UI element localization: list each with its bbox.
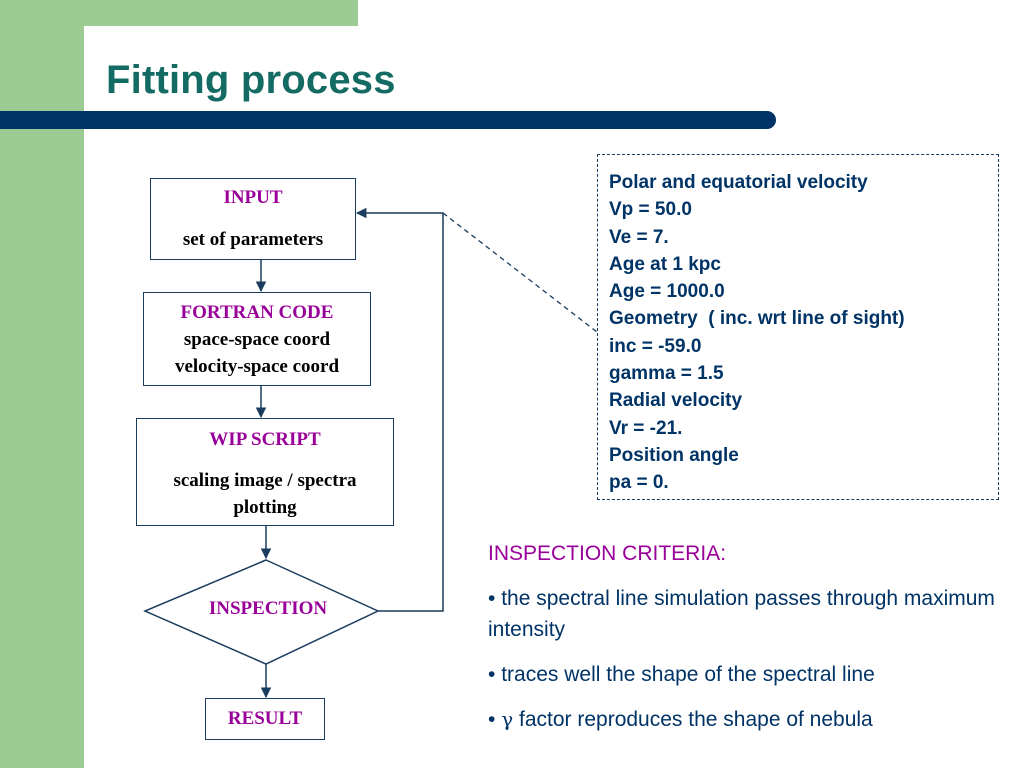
callout-dashed-line	[442, 212, 598, 333]
bullet: •	[488, 663, 496, 686]
fortran-line: space-space coord	[183, 329, 331, 350]
param-line: Age at 1 kpc	[609, 253, 721, 275]
param-line: Polar and equatorial velocity	[609, 172, 868, 193]
parameters-box: Polar and equatorial velocity Vp = 50.0 …	[597, 154, 999, 500]
fortran-heading: FORTRAN CODE	[180, 302, 334, 323]
fortran-line: velocity-space coord	[174, 356, 340, 377]
bullet: •	[488, 708, 496, 731]
wip-line: plotting	[233, 497, 297, 518]
inspection-label: INSPECTION	[208, 598, 328, 619]
input-box: INPUT set of parameters	[150, 178, 356, 260]
result-box: RESULT	[205, 698, 325, 740]
param-line: Radial velocity	[609, 390, 743, 412]
criteria-text: traces well the shape of the spectral li…	[501, 663, 875, 686]
input-heading: INPUT	[223, 187, 283, 208]
title-underline-bar	[0, 111, 776, 129]
criteria-item: • traces well the shape of the spectral …	[488, 659, 1008, 690]
input-text: set of parameters	[182, 229, 324, 250]
top-accent-band	[0, 0, 358, 26]
criteria-text: the spectral line simulation passes thro…	[488, 587, 995, 641]
param-line: Geometry ( inc. wrt line of sight)	[609, 308, 905, 330]
criteria-item: • the spectral line simulation passes th…	[488, 583, 1008, 645]
wip-script-box: WIP SCRIPT scaling image / spectra plott…	[136, 418, 394, 526]
wip-text: scaling image / spectra plotting	[137, 467, 393, 521]
wip-heading: WIP SCRIPT	[209, 429, 321, 450]
criteria-item: • γ factor reproduces the shape of nebul…	[488, 704, 1008, 735]
fortran-code-box: FORTRAN CODE space-space coord velocity-…	[143, 292, 371, 386]
slide-title: Fitting process	[106, 58, 396, 102]
inspection-criteria: INSPECTION CRITERIA: • the spectral line…	[488, 538, 1008, 749]
param-line: Ve = 7.	[609, 226, 669, 248]
param-line: Age = 1000.0	[609, 281, 725, 303]
bullet: •	[488, 587, 496, 610]
param-line: gamma = 1.5	[609, 363, 724, 385]
param-line: Vr = -21.	[609, 417, 683, 439]
param-line: Position angle	[609, 444, 739, 466]
wip-line: scaling image / spectra	[173, 470, 357, 491]
criteria-text: factor reproduces the shape of nebula	[519, 708, 873, 731]
criteria-title: INSPECTION CRITERIA:	[488, 542, 727, 565]
param-line: inc = -59.0	[609, 335, 702, 357]
param-line: Vp = 50.0	[609, 199, 692, 221]
feedback-loop-arrow	[355, 207, 444, 612]
gamma-symbol: γ	[501, 707, 514, 731]
param-line: pa = 0.	[609, 472, 669, 494]
